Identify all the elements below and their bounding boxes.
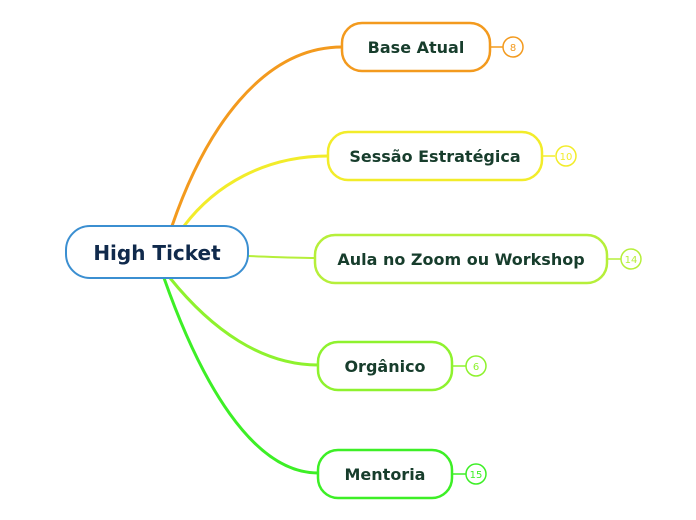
branch-sessao-estrategica-count: 10 (560, 152, 573, 163)
branch-mentoria[interactable]: Mentoria 15 (316, 448, 487, 500)
branch-sessao-estrategica-count-circle (555, 145, 577, 167)
connector-mentoria (162, 276, 320, 475)
branch-aula-zoom-workshop-label: Aula no Zoom ou Workshop (337, 250, 584, 269)
central-topic-label: High Ticket (93, 241, 221, 265)
branch-organico-count: 6 (473, 362, 479, 373)
branch-organico-label: Orgânico (344, 357, 425, 376)
branch-organico-count-circle (465, 355, 487, 377)
connector-organico (168, 276, 320, 367)
central-topic-box (65, 225, 249, 279)
branch-base-atual[interactable]: Base Atual 8 (340, 21, 524, 73)
branch-mentoria-label: Mentoria (345, 465, 426, 484)
branch-sessao-estrategica-label: Sessão Estratégica (349, 147, 520, 166)
central-topic[interactable]: High Ticket (65, 225, 249, 279)
branch-base-atual-label: Base Atual (368, 38, 465, 57)
branch-organico[interactable]: Orgânico 6 (316, 340, 487, 392)
connector-aula-zoom (247, 255, 316, 259)
branch-base-atual-count: 8 (510, 43, 516, 54)
branch-sessao-estrategica[interactable]: Sessão Estratégica 10 (326, 130, 577, 182)
branch-mentoria-count-circle (465, 463, 487, 485)
branch-aula-zoom-workshop-count-circle (620, 248, 642, 270)
branch-aula-zoom-workshop-count: 14 (625, 255, 638, 266)
connectors (162, 45, 344, 475)
branch-base-atual-count-circle (502, 36, 524, 58)
connector-base-atual (170, 45, 344, 228)
connector-sessao-estrategica (182, 154, 330, 228)
branch-mentoria-count: 15 (470, 470, 483, 481)
branch-aula-zoom-workshop[interactable]: Aula no Zoom ou Workshop 14 (313, 233, 642, 285)
